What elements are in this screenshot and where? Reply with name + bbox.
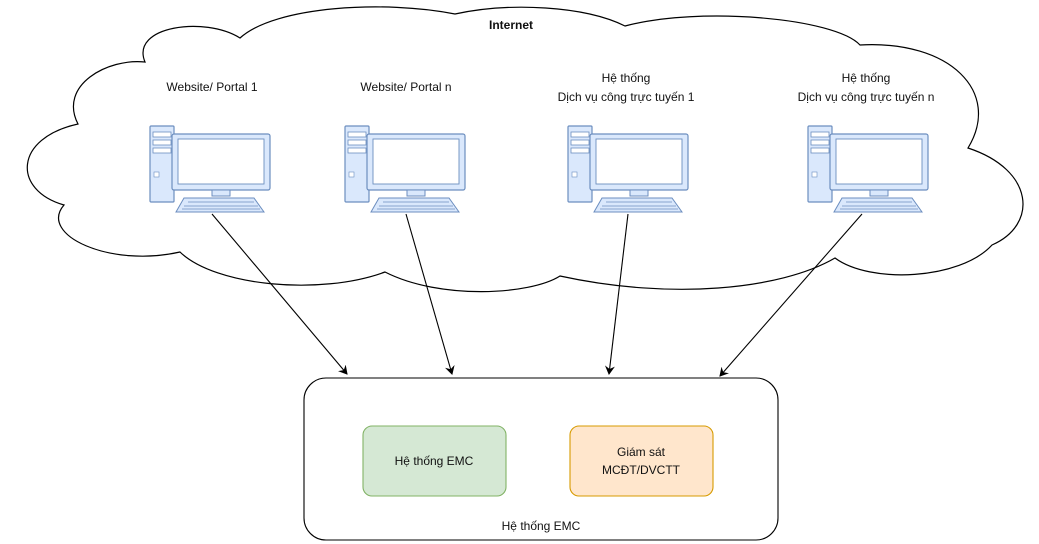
dvc-system-n-node: Hệ thống Dịch vụ công trực tuyến n <box>798 71 935 213</box>
emc-container: Hệ thống EMC <box>303 377 779 541</box>
website-portal-n-node: Website/ Portal n <box>344 80 466 213</box>
dvc-system-1-label-line1: Hệ thống <box>602 71 651 85</box>
internet-title: Internet <box>489 18 533 32</box>
dvc-system-n-label-line1: Hệ thống <box>842 71 891 85</box>
monitoring-label-line1: Giám sát <box>617 445 666 459</box>
dvc-system-1-label-line2: Dịch vụ công trực tuyến 1 <box>558 90 695 104</box>
website-portal-1-label: Website/ Portal 1 <box>166 80 257 94</box>
monitoring-box: Giám sát MCĐT/DVCTT <box>569 425 714 497</box>
edge-dvc-n-to-emc <box>719 213 863 377</box>
computer-icon <box>807 125 929 213</box>
dvc-system-1-node: Hệ thống Dịch vụ công trực tuyến 1 <box>558 71 695 213</box>
dvc-system-n-label-line2: Dịch vụ công trực tuyến n <box>798 90 935 104</box>
emc-system-box: Hệ thống EMC <box>362 425 507 497</box>
monitoring-label-line2: MCĐT/DVCTT <box>602 463 681 477</box>
edge-website-n-to-emc <box>405 213 455 375</box>
emc-system-label: Hệ thống EMC <box>395 454 474 468</box>
website-portal-1-node: Website/ Portal 1 <box>149 80 271 213</box>
edge-website-1-to-emc <box>211 213 348 375</box>
website-portal-n-label: Website/ Portal n <box>360 80 451 94</box>
computer-icon <box>567 125 689 213</box>
edge-dvc-1-to-emc <box>604 213 629 375</box>
internet-cloud <box>26 6 1024 293</box>
computer-icon <box>149 125 271 213</box>
emc-container-label: Hệ thống EMC <box>502 519 581 533</box>
computer-icon <box>344 125 466 213</box>
